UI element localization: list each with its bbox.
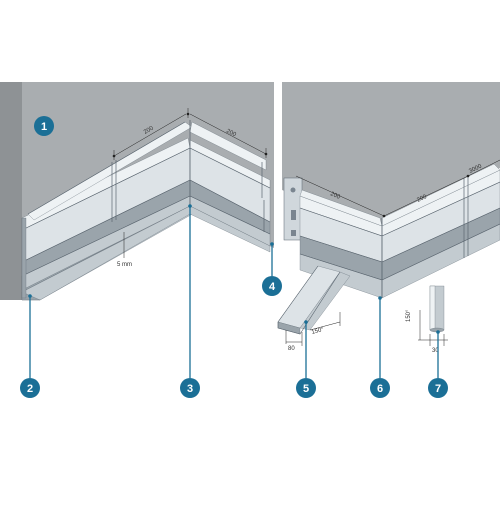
fixing-bracket	[283, 177, 303, 241]
left-side-wall	[0, 82, 22, 300]
dim-left-gap: 5 mm	[117, 262, 132, 268]
svg-text:1: 1	[41, 121, 47, 133]
marker-7: 7	[428, 378, 448, 398]
dim-right-top-c: 3000	[468, 163, 483, 175]
left-panel: 200 200 5 mm	[0, 82, 274, 301]
callout-leaders	[29, 206, 439, 378]
right-dimension-lines	[285, 159, 500, 346]
outlet-spout	[277, 265, 351, 335]
dim-pipe-h: 150°	[406, 309, 412, 322]
left-dimension-lines	[113, 108, 267, 258]
marker-6: 6	[370, 378, 390, 398]
svg-text:6: 6	[377, 383, 383, 395]
right-panel: 200 200 3000 150° 80 150° 30	[277, 82, 500, 354]
dim-left-top-b: 200	[225, 128, 237, 138]
marker-3: 3	[180, 378, 200, 398]
dim-outlet-w: 80	[288, 346, 295, 352]
marker-1: 1	[34, 116, 54, 136]
svg-text:3: 3	[187, 383, 193, 395]
dim-right-top-a: 200	[329, 191, 341, 201]
callout-leader-dots	[28, 204, 440, 334]
dim-left-top-a: 200	[143, 125, 155, 136]
marker-5: 5	[296, 378, 316, 398]
dim-right-top-b: 200	[416, 194, 428, 204]
svg-text:7: 7	[435, 383, 441, 395]
svg-text:2: 2	[27, 383, 33, 395]
dim-pipe-d: 30	[432, 348, 439, 354]
dim-outlet-len: 150°	[311, 327, 325, 336]
right-gutter-run-right	[381, 163, 500, 299]
svg-text:5: 5	[303, 383, 309, 395]
marker-2: 2	[20, 378, 40, 398]
svg-text:4: 4	[269, 281, 276, 293]
downpipe	[429, 285, 445, 333]
marker-4: 4	[262, 276, 282, 296]
